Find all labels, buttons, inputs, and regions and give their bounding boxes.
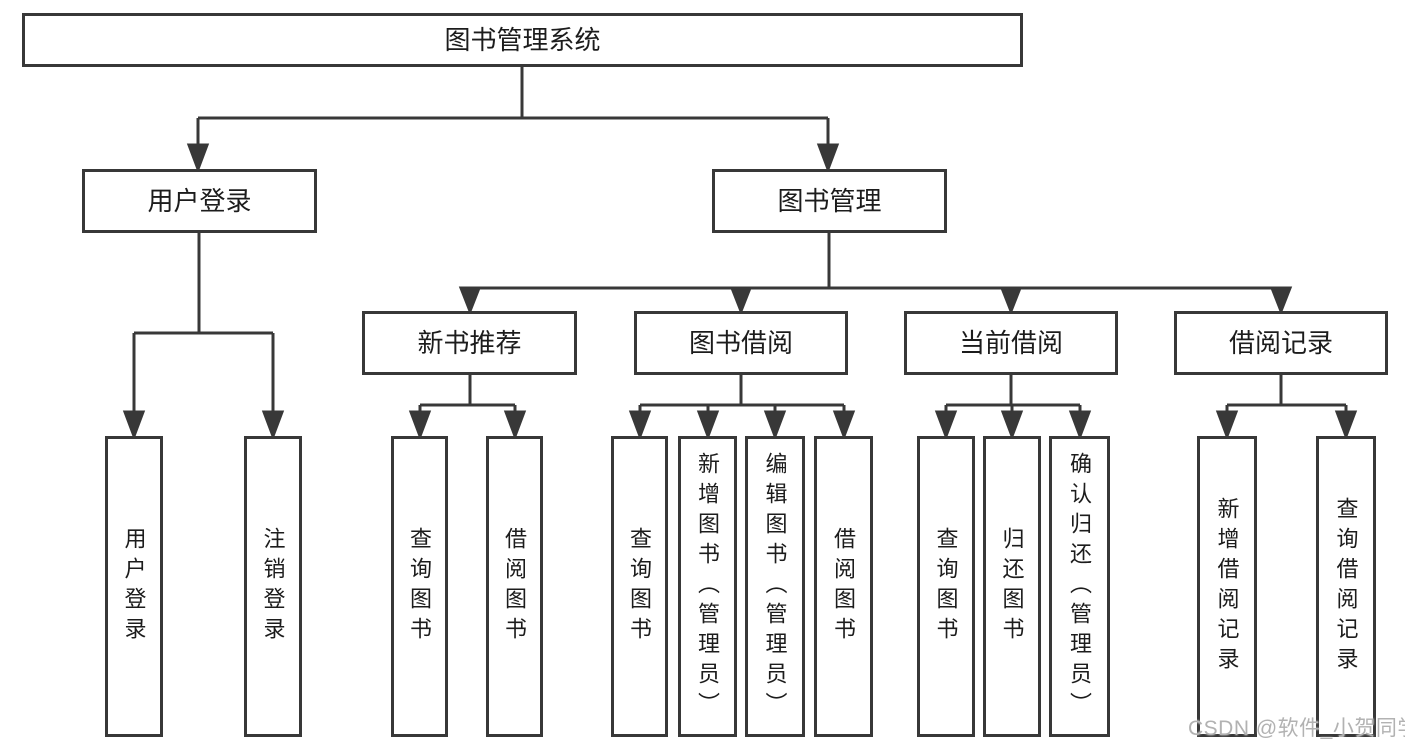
leaf-query-books-recommend: 查询图书: [391, 436, 448, 737]
leaf-logout: 注销登录: [244, 436, 302, 737]
node-book-borrowing: 图书借阅: [634, 311, 848, 375]
node-new-book-recommend: 新书推荐: [362, 311, 577, 375]
leaf-confirm-return-admin: 确认归还（管理员）: [1049, 436, 1110, 737]
leaf-return-books: 归还图书: [983, 436, 1041, 737]
node-borrow-records: 借阅记录: [1174, 311, 1388, 375]
leaf-query-books-current: 查询图书: [917, 436, 975, 737]
csdn-watermark: CSDN @软件_小贺同学: [1188, 717, 1405, 740]
leaf-user-login: 用户登录: [105, 436, 163, 737]
leaf-query-books: 查询图书: [611, 436, 668, 737]
connector-root-to-level2: [186, 66, 840, 174]
node-user-login: 用户登录: [82, 169, 317, 233]
node-book-management: 图书管理: [712, 169, 947, 233]
connector-book-management-to-level3: [458, 231, 1293, 316]
leaf-query-borrow-record: 查询借阅记录: [1316, 436, 1376, 737]
connector-current-borrowing-to-leaves: [934, 373, 1092, 441]
node-library-management-system: 图书管理系统: [22, 13, 1023, 67]
connector-user-login-to-leaves: [122, 231, 285, 441]
node-current-borrowing: 当前借阅: [904, 311, 1118, 375]
leaf-add-borrow-record: 新增借阅记录: [1197, 436, 1257, 737]
leaf-borrow-books: 借阅图书: [814, 436, 873, 737]
leaf-add-books-admin: 新增图书（管理员）: [678, 436, 737, 737]
connector-book-borrowing-to-leaves: [628, 373, 856, 441]
leaf-edit-books-admin: 编辑图书（管理员）: [745, 436, 805, 737]
leaf-borrow-books-recommend: 借阅图书: [486, 436, 543, 737]
connector-borrow-records-to-leaves: [1215, 373, 1358, 441]
connector-new-book-recommend-to-leaves: [408, 373, 527, 441]
